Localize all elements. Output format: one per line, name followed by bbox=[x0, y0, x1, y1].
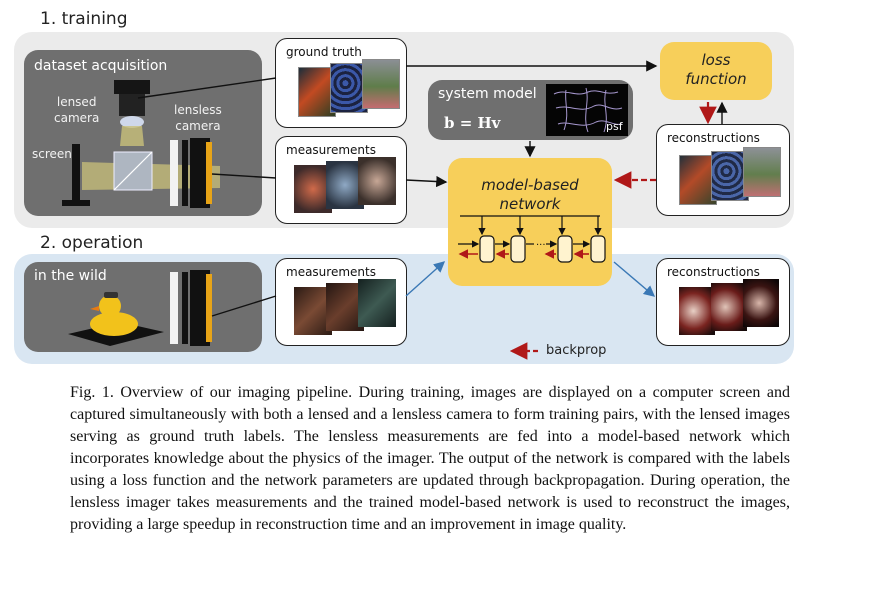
backprop-legend-label: backprop bbox=[546, 343, 607, 358]
arrow-network-to-op-reconstructions bbox=[613, 261, 656, 297]
arrow-lensless-to-measurements bbox=[211, 173, 277, 179]
lensed-camera-label-line2: camera bbox=[54, 111, 100, 125]
lensed-camera-label: lensed camera bbox=[54, 94, 99, 126]
wild-reconstruction-image-1 bbox=[679, 287, 715, 335]
reconstruction-image-3 bbox=[743, 147, 781, 197]
loss-function-label: loss function bbox=[660, 51, 772, 89]
network-layer-4 bbox=[590, 235, 606, 263]
wild-measurement-image-2 bbox=[326, 283, 364, 331]
loss-function-label-line1: loss bbox=[701, 51, 731, 69]
loss-function-label-line2: function bbox=[685, 70, 747, 88]
measurements-card-operation: measurements bbox=[275, 258, 407, 346]
reconstructions-label-operation: reconstructions bbox=[667, 265, 760, 279]
wild-reconstruction-image-3 bbox=[743, 279, 779, 327]
acquisition-setup-illustration bbox=[62, 80, 220, 208]
pipeline-arrows bbox=[137, 60, 728, 360]
network-layer-3 bbox=[557, 235, 573, 263]
beam-vertical bbox=[120, 126, 144, 146]
screen-stand bbox=[62, 200, 90, 206]
reconstructions-card-operation: reconstructions bbox=[656, 258, 790, 346]
section-title-operation: 2. operation bbox=[40, 233, 144, 253]
wild-measurement-image-1 bbox=[294, 287, 332, 335]
measurement-image-2 bbox=[326, 161, 364, 209]
lensed-camera-label-line1: lensed bbox=[56, 95, 97, 109]
wild-housing bbox=[190, 270, 210, 346]
lensed-camera-aperture bbox=[120, 116, 144, 128]
arrow-lensed-to-ground-truth bbox=[137, 77, 277, 99]
network-layer-2 bbox=[510, 235, 526, 263]
loss-function-box: loss function bbox=[660, 42, 772, 100]
screen-label: screen bbox=[32, 147, 72, 161]
system-model-box: system model b = Hv psf bbox=[428, 80, 633, 140]
lensless-mask bbox=[170, 140, 178, 206]
lensless-camera-label-line2: camera bbox=[175, 119, 221, 133]
arrow-measurements-to-network bbox=[405, 175, 448, 188]
unrolled-network-diagram: ··· bbox=[458, 215, 606, 263]
system-model-equation: b = Hv bbox=[444, 114, 501, 132]
figure-caption: Fig. 1. Overview of our imaging pipeline… bbox=[70, 384, 790, 533]
model-based-network-label-line2: network bbox=[499, 195, 561, 213]
ground-truth-label: ground truth bbox=[286, 45, 362, 59]
lensed-camera-lens bbox=[119, 94, 145, 116]
reconstructions-label-training: reconstructions bbox=[667, 131, 760, 145]
measurement-image-1 bbox=[294, 165, 332, 213]
lensless-camera-label: lensless camera bbox=[174, 102, 222, 134]
wild-spacer bbox=[182, 272, 188, 344]
lensless-housing bbox=[190, 138, 210, 208]
arrow-op-measurements-to-network bbox=[405, 261, 446, 297]
wild-reconstruction-image-2 bbox=[711, 283, 747, 331]
ground-truth-image-2 bbox=[330, 63, 368, 113]
model-based-network-label-line1: model-based bbox=[481, 176, 579, 194]
measurements-card-training: measurements bbox=[275, 136, 407, 224]
ground-truth-card: ground truth bbox=[275, 38, 407, 128]
measurement-image-3 bbox=[358, 157, 396, 205]
screen-monitor bbox=[72, 144, 80, 202]
lensless-camera-label-line1: lensless bbox=[174, 103, 222, 117]
dataset-acquisition-box: dataset acquisition lensed camera lensle… bbox=[24, 50, 262, 216]
section-title-training: 1. training bbox=[40, 9, 128, 29]
arrow-wild-to-measurements bbox=[211, 295, 277, 317]
psf-label: psf bbox=[606, 120, 624, 133]
wild-mask bbox=[170, 272, 178, 344]
measurements-label-operation: measurements bbox=[286, 265, 376, 279]
in-the-wild-box: in the wild bbox=[24, 262, 262, 352]
wild-sensor bbox=[206, 274, 212, 342]
wild-measurement-image-3 bbox=[358, 279, 396, 327]
lensless-spacer bbox=[182, 140, 188, 206]
lensless-sensor bbox=[206, 142, 212, 204]
network-layer-1 bbox=[479, 235, 495, 263]
duck-beak bbox=[90, 306, 99, 311]
dataset-acquisition-label: dataset acquisition bbox=[34, 58, 168, 74]
duck-body bbox=[90, 312, 138, 336]
duck-head bbox=[99, 295, 121, 317]
psf-image: psf bbox=[546, 84, 628, 136]
duck-hat bbox=[104, 292, 118, 298]
ground-truth-image-1 bbox=[298, 67, 336, 117]
model-based-network-label: model-based network bbox=[448, 176, 612, 214]
beam-splitter-diagonal bbox=[113, 151, 153, 191]
system-model-label: system model bbox=[438, 86, 537, 102]
model-based-network-box: model-based network ··· bbox=[448, 158, 612, 286]
in-the-wild-label: in the wild bbox=[34, 268, 107, 284]
lensed-camera-body bbox=[114, 80, 150, 94]
rubber-duck-scene bbox=[68, 270, 212, 346]
ellipsis: ··· bbox=[536, 240, 546, 251]
ground-truth-image-3 bbox=[362, 59, 400, 109]
measurements-label-training: measurements bbox=[286, 143, 376, 157]
reconstructions-card-training: reconstructions bbox=[656, 124, 790, 216]
